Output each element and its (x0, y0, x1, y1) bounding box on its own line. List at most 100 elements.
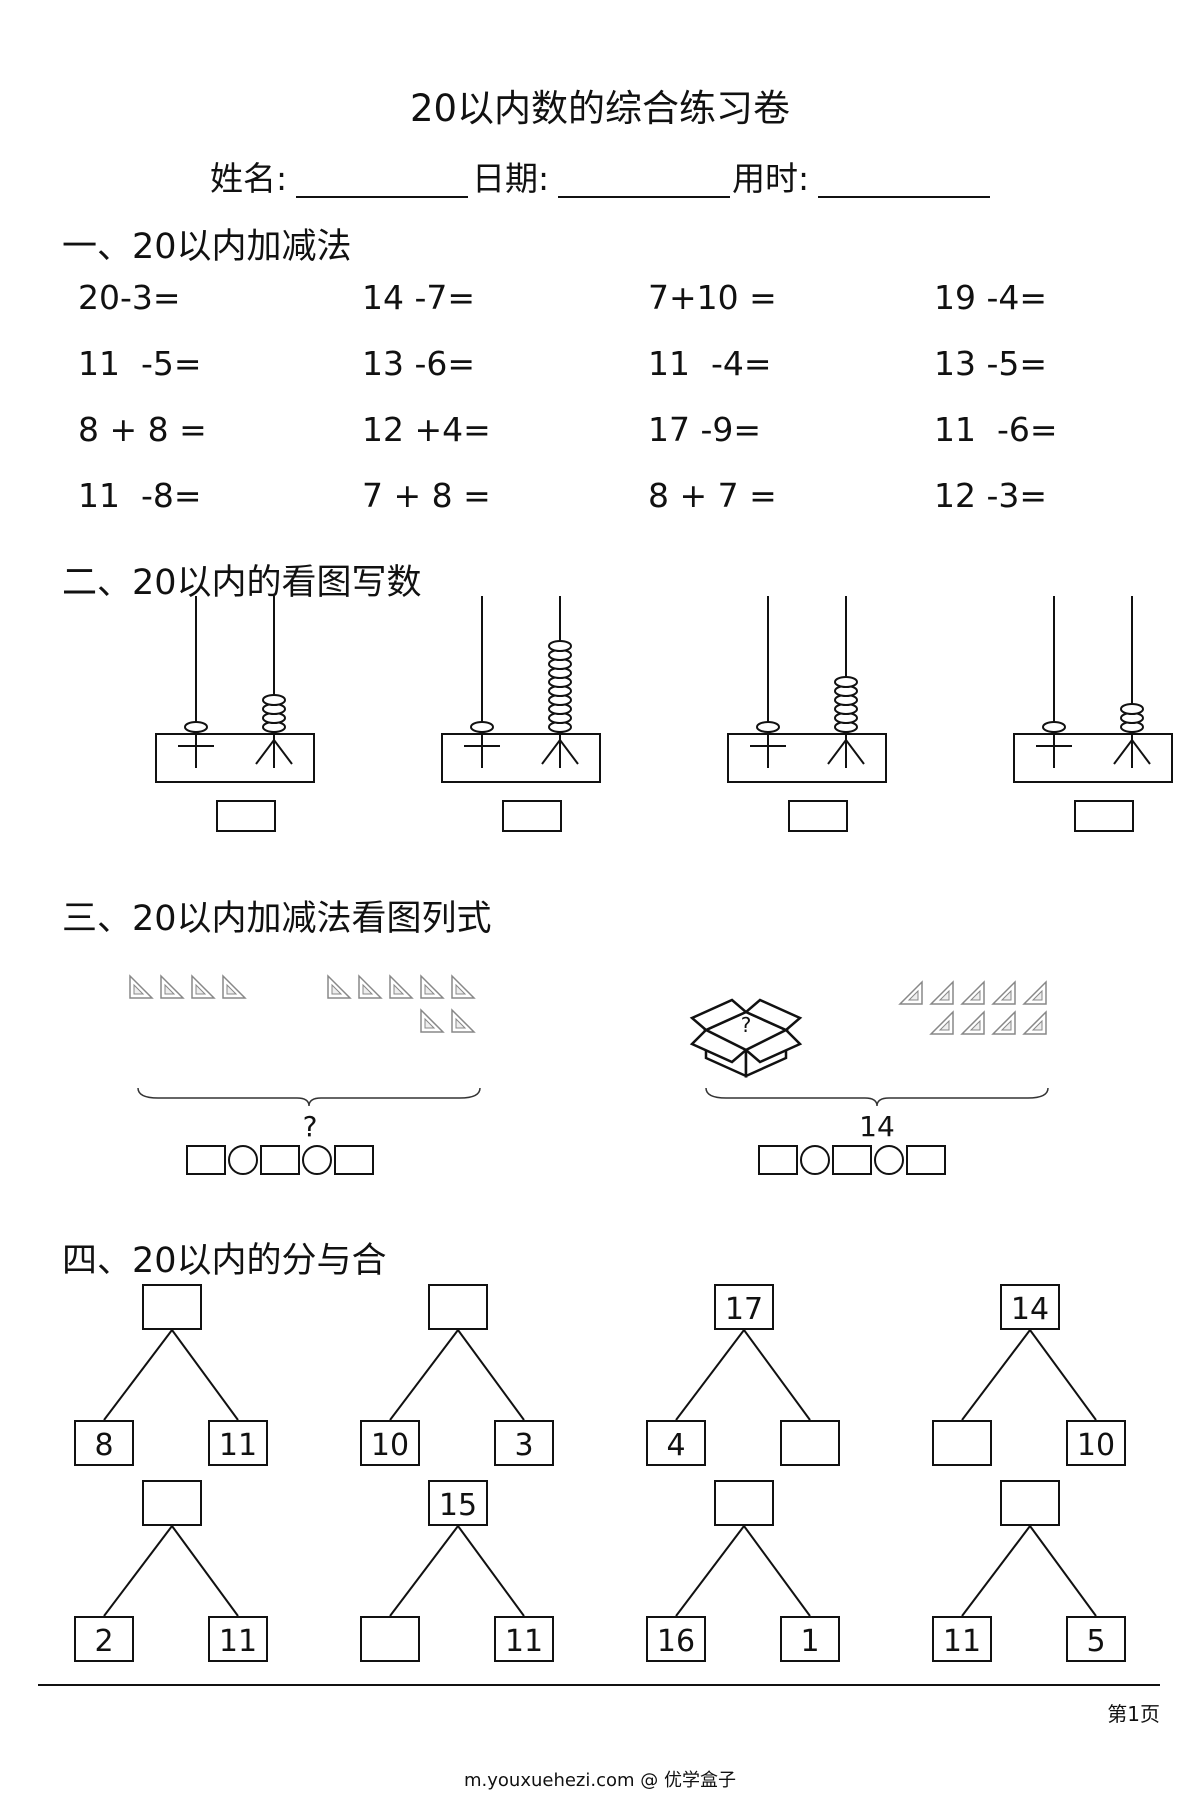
bond-line (675, 1525, 745, 1617)
site-watermark: m.youxuehezi.com @ 优学盒子 (463, 1770, 736, 1791)
date-label: 日期: (472, 159, 550, 198)
ones-mark (255, 738, 293, 765)
set-square-icon (191, 974, 216, 999)
set-square-icon (960, 980, 985, 1005)
set-square-icon (389, 974, 414, 999)
bond-line (103, 1525, 173, 1617)
bond-whole-box[interactable] (1000, 1480, 1060, 1526)
answer-box[interactable] (186, 1145, 226, 1175)
bond-whole-box[interactable] (142, 1480, 202, 1526)
left-total-label: ? (302, 1110, 318, 1143)
answer-box[interactable] (502, 800, 562, 832)
answer-box[interactable] (906, 1145, 946, 1175)
bond-part-box[interactable] (360, 1616, 420, 1662)
answer-box[interactable] (216, 800, 276, 832)
equation-item: 13 -6= (362, 344, 476, 383)
abacus (1013, 596, 1173, 783)
abacus-bead (756, 721, 780, 733)
bond-part-box[interactable]: 10 (1066, 1420, 1126, 1466)
set-square-icon (1022, 1010, 1047, 1035)
answer-box[interactable] (758, 1145, 798, 1175)
abacus-bead (262, 694, 286, 706)
worksheet-title: 20以内数的综合练习卷 (409, 87, 791, 130)
bond-whole-box[interactable]: 14 (1000, 1284, 1060, 1330)
footer-divider (38, 1684, 1160, 1686)
date-field[interactable] (558, 196, 730, 198)
bond-line (171, 1329, 239, 1421)
set-square-icon (451, 974, 476, 999)
bond-part-box[interactable]: 16 (646, 1616, 706, 1662)
section2-heading: 二、20以内的看图写数 (62, 563, 422, 603)
bond-line (1029, 1329, 1097, 1421)
section3-heading: 三、20以内加减法看图列式 (62, 899, 492, 939)
set-square-icon (451, 1008, 476, 1033)
equation-item: 11 -5= (78, 344, 202, 383)
equation-item: 13 -5= (934, 344, 1048, 383)
equation-item: 14 -7= (362, 278, 476, 317)
bond-whole-box[interactable]: 15 (428, 1480, 488, 1526)
ones-mark (827, 738, 865, 765)
bond-line (103, 1329, 173, 1421)
time-field[interactable] (818, 196, 990, 198)
bond-part-box[interactable]: 11 (932, 1616, 992, 1662)
ones-mark (541, 738, 579, 765)
name-field[interactable] (296, 196, 468, 198)
bond-line (961, 1525, 1031, 1617)
bond-part-box[interactable]: 8 (74, 1420, 134, 1466)
bond-part-box[interactable]: 11 (494, 1616, 554, 1662)
bond-whole-box[interactable] (714, 1480, 774, 1526)
equation-item: 12 +4= (362, 410, 491, 449)
bond-part-box[interactable]: 3 (494, 1420, 554, 1466)
set-square-icon (929, 980, 954, 1005)
equals-circle[interactable] (302, 1145, 332, 1175)
bond-line (457, 1329, 525, 1421)
bond-part-box[interactable] (780, 1420, 840, 1466)
bond-whole-box[interactable] (428, 1284, 488, 1330)
bond-line (457, 1525, 525, 1617)
bond-part-box[interactable]: 10 (360, 1420, 420, 1466)
bond-part-box[interactable]: 11 (208, 1616, 268, 1662)
answer-box[interactable] (832, 1145, 872, 1175)
equals-circle[interactable] (874, 1145, 904, 1175)
operator-circle[interactable] (228, 1145, 258, 1175)
equation-item: 7 + 8 = (362, 476, 491, 515)
bond-line (743, 1329, 811, 1421)
set-square-icon (960, 1010, 985, 1035)
equation-item: 20-3= (78, 278, 181, 317)
page-number: 第1页 (1107, 1702, 1160, 1726)
bond-part-box[interactable]: 11 (208, 1420, 268, 1466)
set-square-icon (929, 1010, 954, 1035)
bond-part-box[interactable]: 4 (646, 1420, 706, 1466)
answer-box[interactable] (788, 800, 848, 832)
answer-box[interactable] (334, 1145, 374, 1175)
equation-item: 8 + 7 = (648, 476, 777, 515)
left-brace (137, 1087, 481, 1107)
abacus-bead (184, 721, 208, 733)
equation-item: 19 -4= (934, 278, 1048, 317)
answer-box[interactable] (1074, 800, 1134, 832)
bond-part-box[interactable] (932, 1420, 992, 1466)
operator-circle[interactable] (800, 1145, 830, 1175)
abacus (155, 596, 315, 783)
set-square-icon (420, 974, 445, 999)
set-square-icon (991, 1010, 1016, 1035)
equation-item: 12 -3= (934, 476, 1048, 515)
bond-line (675, 1329, 745, 1421)
abacus-bead (548, 640, 572, 652)
ones-mark (1113, 738, 1151, 765)
set-square-icon (327, 974, 352, 999)
abacus-bead (1120, 703, 1144, 715)
answer-box[interactable] (260, 1145, 300, 1175)
bond-part-box[interactable]: 1 (780, 1616, 840, 1662)
bond-part-box[interactable]: 5 (1066, 1616, 1126, 1662)
bond-whole-box[interactable] (142, 1284, 202, 1330)
bond-part-box[interactable]: 2 (74, 1616, 134, 1662)
section4-heading: 四、20以内的分与合 (62, 1241, 387, 1281)
right-brace (705, 1087, 1049, 1107)
bond-line (1029, 1525, 1097, 1617)
equation-item: 11 -4= (648, 344, 772, 383)
bond-whole-box[interactable]: 17 (714, 1284, 774, 1330)
equation-item: 7+10 = (648, 278, 777, 317)
